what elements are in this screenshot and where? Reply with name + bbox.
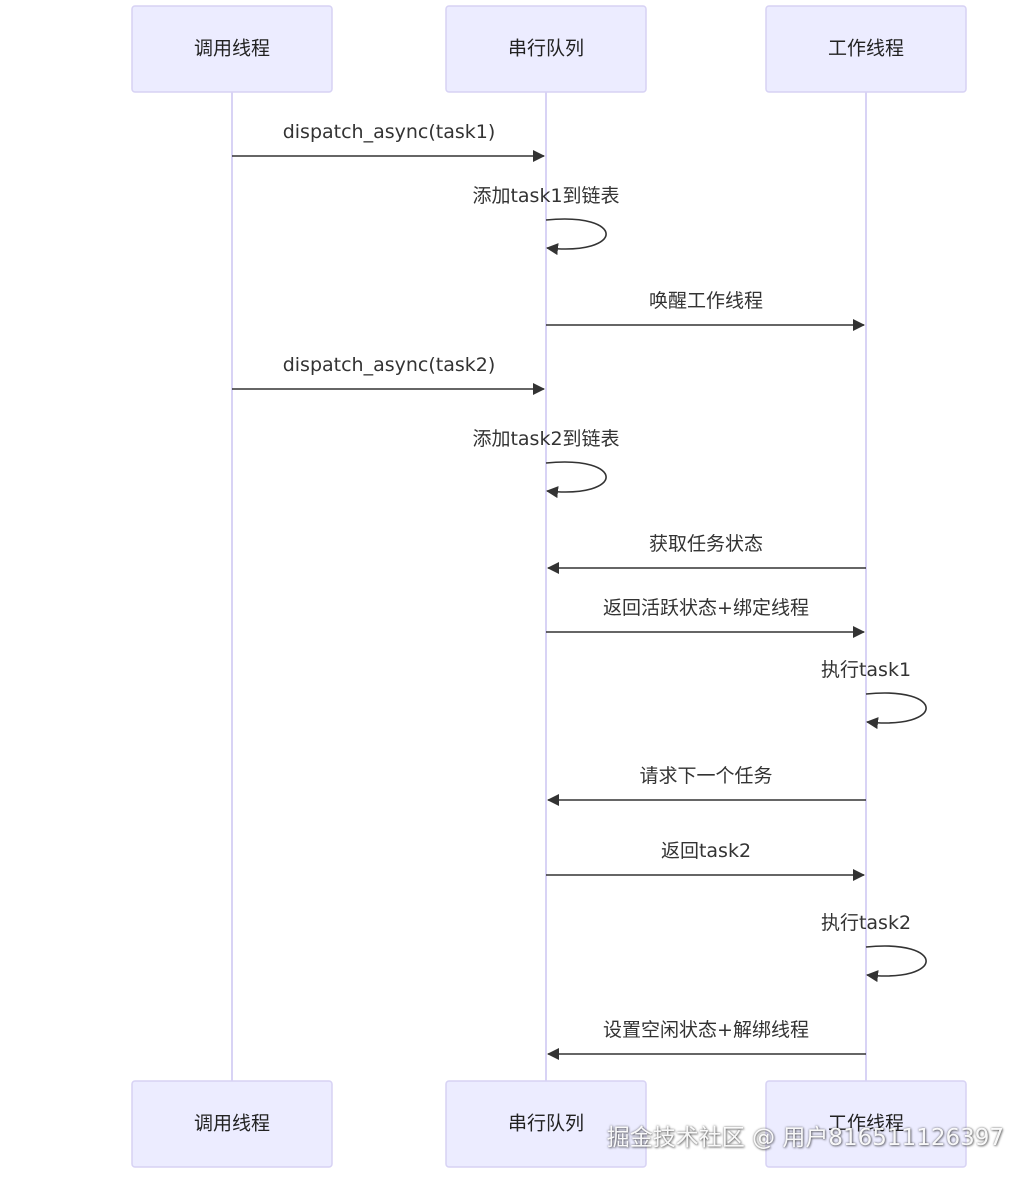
self-message-arrow — [545, 461, 607, 499]
message-8: 执行task1 — [821, 659, 927, 730]
message-label: 设置空闲状态+解绑线程 — [603, 1019, 809, 1041]
actor-box — [445, 1080, 647, 1168]
message-7: 返回活跃状态+绑定线程 — [546, 597, 865, 638]
message-label: 执行task2 — [821, 912, 911, 934]
actor-queue-bottom: 串行队列 — [445, 1080, 647, 1168]
message-2: 添加task1到链表 — [472, 185, 620, 256]
message-label: 添加task1到链表 — [472, 185, 619, 207]
actor-box — [131, 5, 333, 93]
message-10: 返回task2 — [546, 840, 865, 881]
message-label: 请求下一个任务 — [639, 765, 772, 787]
actor-label: 串行队列 — [508, 38, 584, 60]
message-label: 返回活跃状态+绑定线程 — [603, 597, 809, 619]
message-label: dispatch_async(task1) — [283, 121, 496, 143]
message-3: 唤醒工作线程 — [546, 290, 865, 331]
actor-label: 工作线程 — [828, 1113, 904, 1135]
actor-box — [765, 5, 967, 93]
message-label: 执行task1 — [821, 659, 911, 681]
message-5: 添加task2到链表 — [472, 428, 620, 499]
actor-queue-top: 串行队列 — [445, 5, 647, 93]
message-1: dispatch_async(task1) — [232, 121, 545, 162]
self-message-arrow — [545, 218, 607, 256]
message-4: dispatch_async(task2) — [232, 354, 545, 395]
actor-worker-top: 工作线程 — [765, 5, 967, 93]
message-label: 获取任务状态 — [649, 533, 763, 555]
actor-caller-top: 调用线程 — [131, 5, 333, 93]
self-message-arrow — [865, 692, 927, 730]
actor-box — [765, 1080, 967, 1168]
actor-worker-bottom: 工作线程 — [765, 1080, 967, 1168]
self-message-arrow — [865, 945, 927, 983]
actor-caller-bottom: 调用线程 — [131, 1080, 333, 1168]
message-label: 返回task2 — [661, 840, 751, 862]
message-11: 执行task2 — [821, 912, 927, 983]
actor-label: 调用线程 — [194, 1113, 270, 1135]
message-6: 获取任务状态 — [547, 533, 866, 574]
message-label: 唤醒工作线程 — [649, 290, 763, 312]
message-label: dispatch_async(task2) — [283, 354, 496, 376]
actor-label: 工作线程 — [828, 38, 904, 60]
actor-label: 串行队列 — [508, 1113, 584, 1135]
message-12: 设置空闲状态+解绑线程 — [547, 1019, 866, 1060]
message-9: 请求下一个任务 — [547, 765, 866, 806]
watermark-text: 掘金技术社区 @ 用户816511126397 — [606, 1125, 1004, 1151]
actor-box — [131, 1080, 333, 1168]
message-label: 添加task2到链表 — [472, 428, 619, 450]
actor-label: 调用线程 — [194, 38, 270, 60]
actor-box — [445, 5, 647, 93]
